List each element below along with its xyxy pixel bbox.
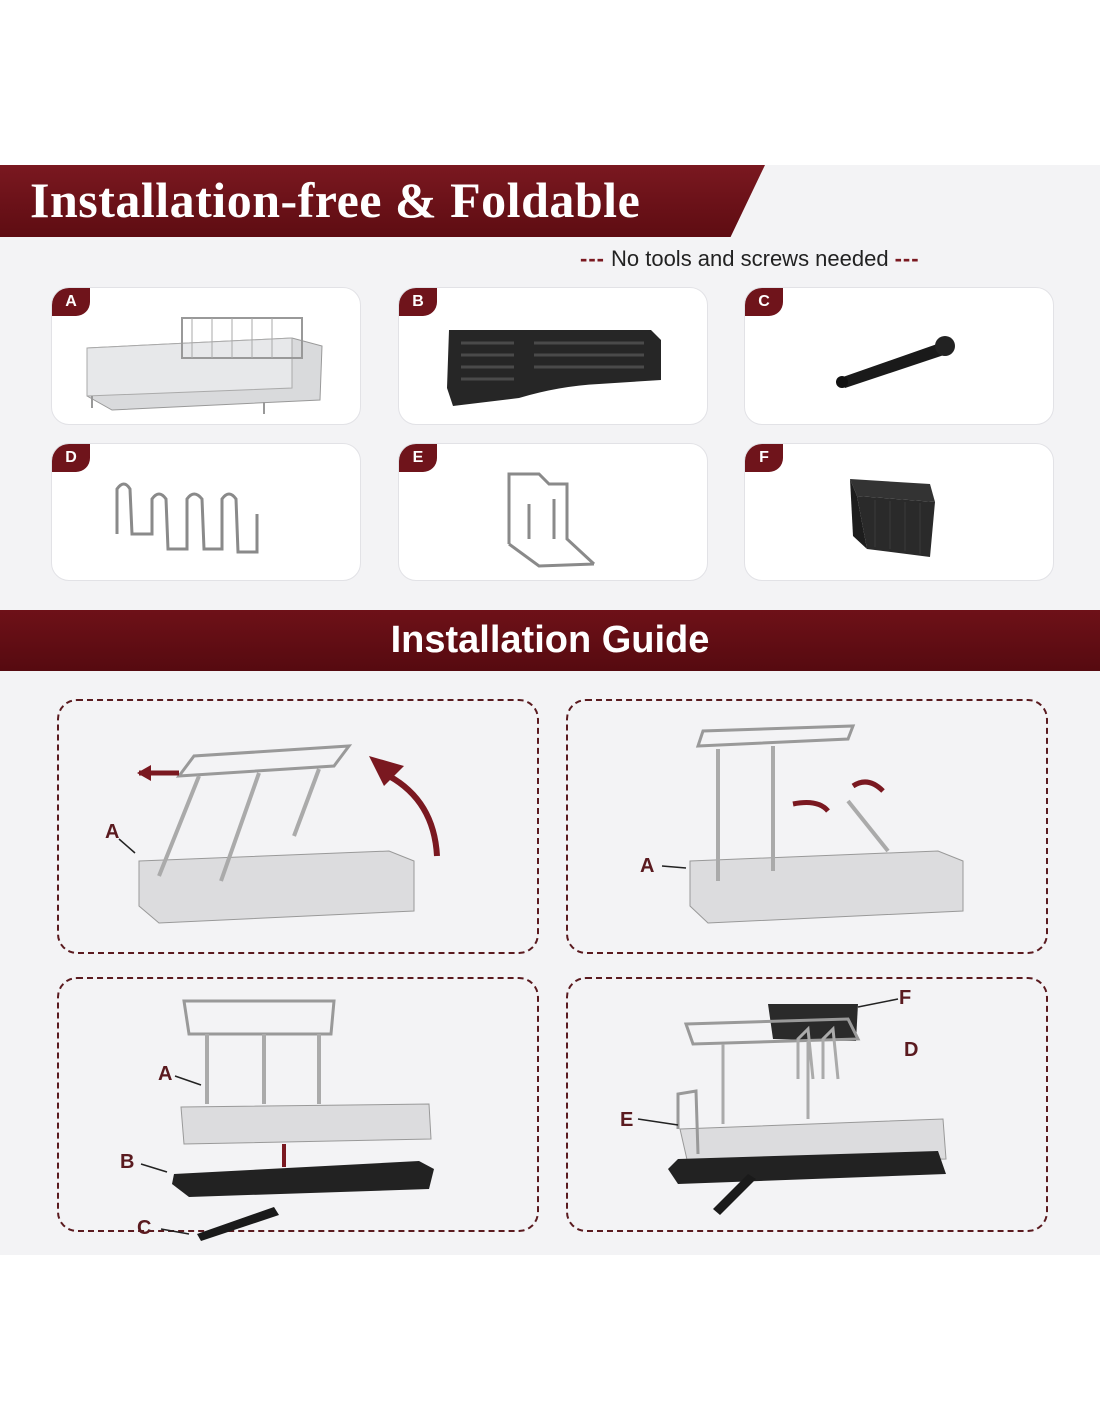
plate-holder-image [115,482,259,554]
part-card-a: A [51,287,361,425]
step-panel-2: A [566,699,1048,954]
guide-banner: Installation Guide [0,610,1100,671]
step-panel-3: A B C [57,977,539,1241]
utensil-holder-image [850,479,935,557]
part-card-f: F [744,443,1054,581]
part-badge: D [52,444,90,472]
rack-frame-image [86,317,323,414]
drip-tray-image [447,330,661,406]
step-2-illustration [661,724,964,924]
subtitle: ---No tools and screws needed--- [580,246,920,271]
title-banner: Installation-free & Foldable [0,165,765,237]
part-badge: E [399,444,437,472]
callout-label: E [620,1109,634,1131]
callout-label: D [904,1039,919,1061]
step-1-illustration [118,744,440,924]
step-panel-4: F D E [566,977,1048,1232]
step-3-illustration [140,999,434,1241]
guide-title: Installation Guide [390,619,710,661]
step-4-illustration [637,998,947,1215]
callout-label: A [640,855,655,877]
callout-label: B [120,1151,135,1173]
part-badge: F [745,444,783,472]
drain-spout-image [836,336,955,388]
callout-label: A [158,1063,173,1085]
part-card-e: E [398,443,708,581]
part-badge: C [745,288,783,316]
part-card-d: D [51,443,361,581]
part-badge: B [399,288,437,316]
page-title: Installation-free & Foldable [30,172,641,228]
callout-label: F [899,987,912,1009]
part-card-b: B [398,287,708,425]
callout-label: A [105,821,120,843]
callout-label: C [137,1217,152,1239]
part-card-c: C [744,287,1054,425]
step-panel-1: A [57,699,539,954]
board-holder-image [507,472,596,568]
part-badge: A [52,288,90,316]
